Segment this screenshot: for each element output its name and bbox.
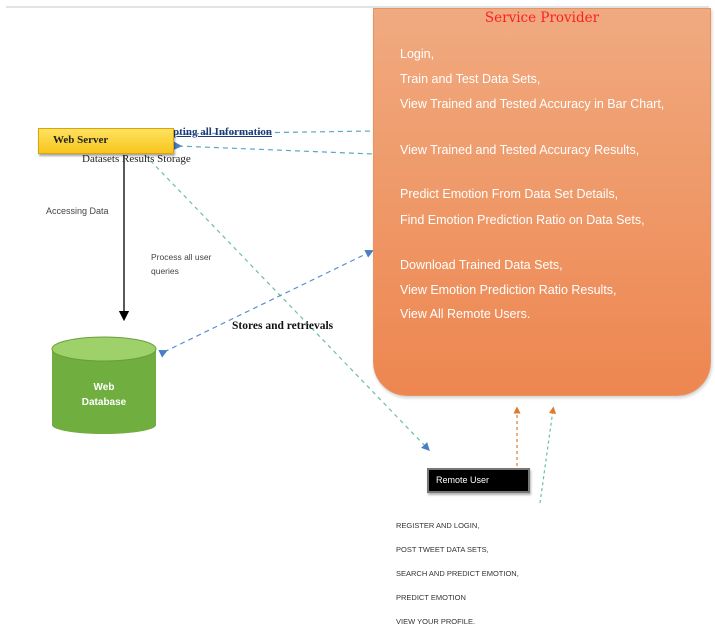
service-provider-box: Service Provider Login, Train and Test D… (373, 8, 711, 396)
remote-user-label: Remote User (436, 475, 490, 485)
remote-user-box: Remote User (427, 468, 530, 493)
database-label-line2: Database (81, 397, 127, 408)
service-provider-item: Predict Emotion From Data Set Details, (400, 187, 619, 201)
service-provider-item: View Emotion Prediction Ratio Results, (400, 283, 617, 297)
top-divider (6, 6, 709, 8)
stores-retrievals-label: Stores and retrievals (232, 320, 334, 332)
datasets-storage-label: Datasets Results Storage (82, 153, 191, 165)
service-provider-item: Download Trained Data Sets, (400, 258, 563, 272)
database-label: Web Database (52, 380, 156, 410)
service-provider-item: View Trained and Tested Accuracy Results… (400, 143, 640, 157)
service-provider-item: View All Remote Users. (400, 307, 531, 321)
remote-user-list: REGISTER AND LOGIN, POST TWEET DATA SETS… (396, 520, 519, 640)
remote-user-item: VIEW YOUR PROFILE. (396, 617, 476, 626)
database-cylinder-icon (51, 336, 157, 434)
remote-user-item: REGISTER AND LOGIN, (396, 521, 480, 530)
link-remoteuser-to-provider-green (539, 406, 557, 504)
service-provider-title: Service Provider (484, 10, 600, 26)
service-provider-item: Train and Test Data Sets, (400, 72, 541, 86)
accessing-data-label: Accessing Data (46, 206, 109, 216)
link-webserver-to-provider-top (175, 130, 374, 135)
service-provider-item: Find Emotion Prediction Ratio on Data Se… (400, 213, 645, 227)
accepting-information-label: pting all Information (173, 126, 273, 138)
remote-user-item: SEARCH AND PREDICT EMOTION, (396, 569, 519, 578)
remote-user-item: PREDICT EMOTION (396, 593, 466, 602)
service-provider-item: View Trained and Tested Accuracy in Bar … (400, 97, 665, 111)
remote-user-item: POST TWEET DATA SETS, (396, 545, 489, 554)
service-provider-item: Login, (400, 47, 435, 61)
link-database-to-provider (158, 250, 374, 358)
web-server-label: Web Server (53, 134, 109, 146)
database-label-line1: Web (93, 382, 115, 393)
web-server-box: Web Server (38, 128, 174, 154)
link-webserver-to-provider-bottom (173, 141, 374, 155)
process-queries-label: Process all user queries (151, 252, 212, 276)
service-provider-list: Login, Train and Test Data Sets, View Tr… (400, 45, 690, 327)
